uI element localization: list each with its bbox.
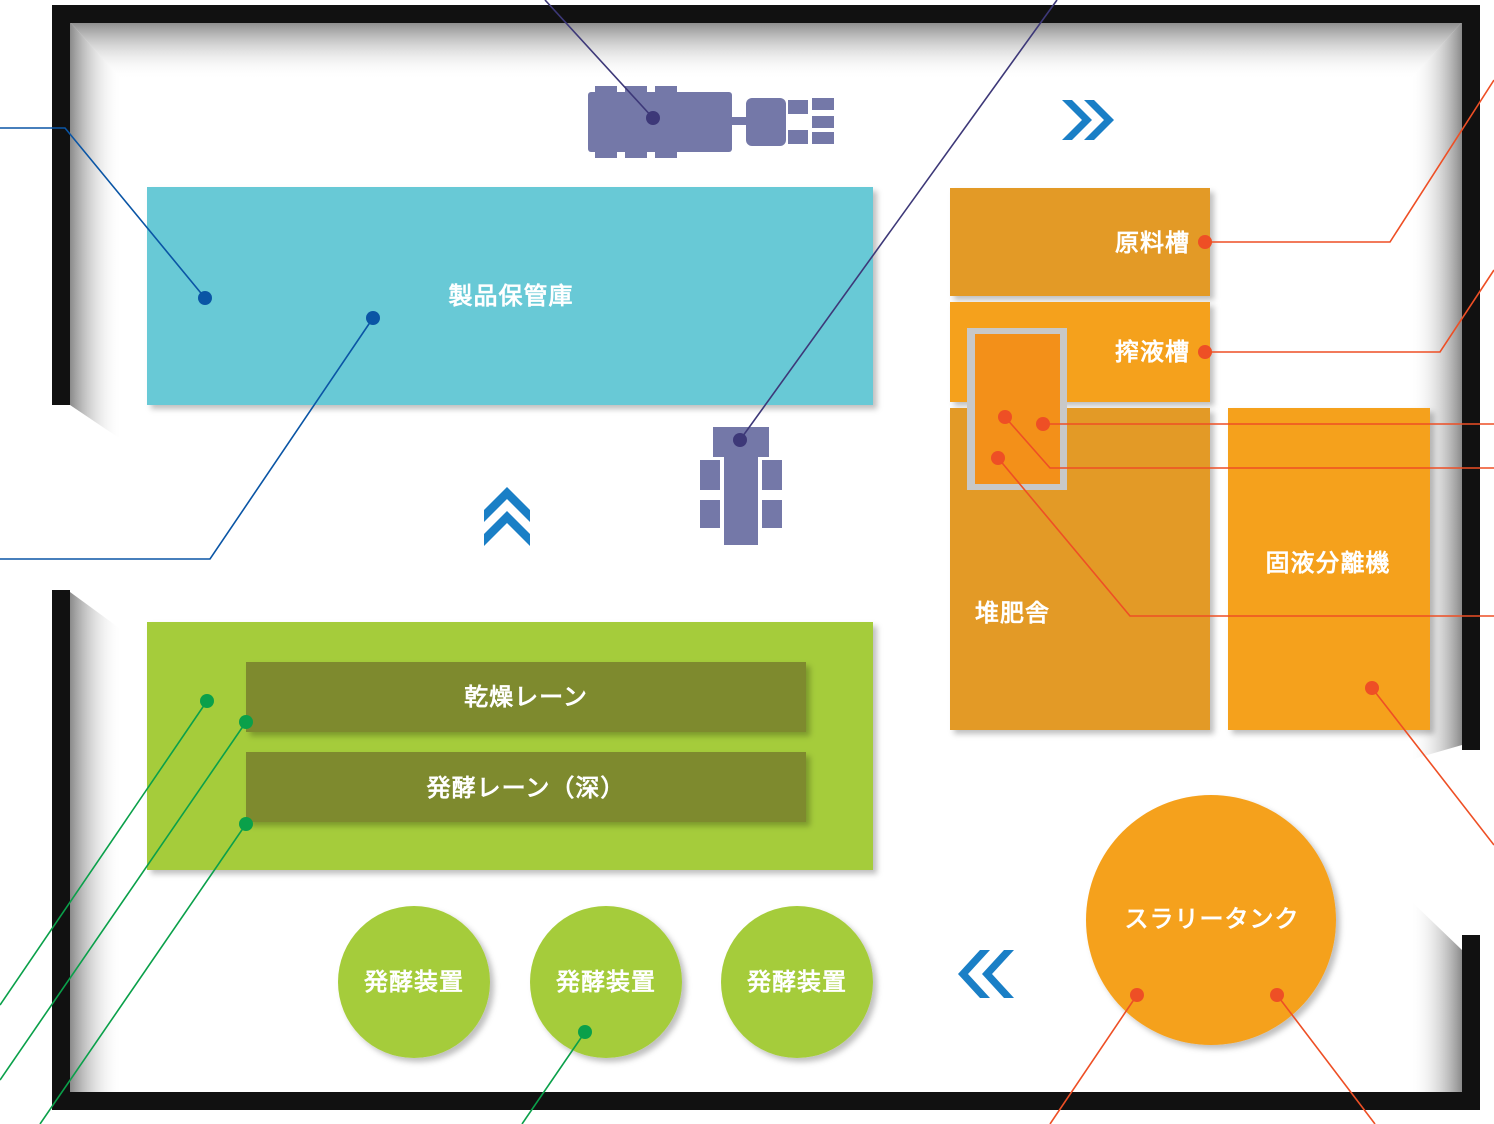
solid-liquid-separator (1228, 408, 1430, 730)
storage-point-markers (198, 291, 380, 325)
slurry-tank (1086, 795, 1336, 1045)
vehicle-point-markers (646, 111, 747, 447)
inner-unit (975, 334, 1060, 484)
truck-icon (588, 86, 834, 158)
leaders-process (997, 79, 1494, 1124)
label-raw-material-tank: 原料槽 (1115, 229, 1190, 257)
leaders-vehicles (544, 0, 1058, 441)
label-compost-house: 堆肥舎 (975, 599, 1050, 627)
label-fermenter-2: 発酵装置 (556, 968, 656, 996)
label-ferment-lane-deep: 発酵レーン（深） (426, 774, 626, 802)
process-point-markers (991, 235, 1379, 1002)
label-fermenter-1: 発酵装置 (364, 968, 464, 996)
fermentation-point-markers (200, 694, 592, 1039)
fermentation-area (147, 622, 873, 870)
fermenter-3 (721, 906, 873, 1058)
label-slurry-tank: スラリータンク (1124, 905, 1300, 933)
fermenter-2 (530, 906, 682, 1058)
wall-left-upper (52, 5, 1480, 750)
flow-up-icon (484, 487, 530, 546)
label-solid-liquid-separator: 固液分離機 (1265, 549, 1391, 577)
label-press-tank: 搾液槽 (1115, 338, 1190, 366)
label-dry-lane: 乾燥レーン (464, 683, 588, 711)
label-product-storage: 製品保管庫 (448, 282, 574, 310)
tractor-icon (700, 427, 782, 545)
leaders-storage (0, 127, 374, 560)
label-fermenter-3: 発酵装置 (747, 968, 847, 996)
product-storage-area (147, 187, 873, 405)
wall-lower (52, 590, 1480, 1110)
flow-left-icon (958, 950, 1014, 998)
raw-material-tank (950, 188, 1210, 296)
building-walls (52, 5, 1480, 1110)
dry-lane (246, 662, 806, 732)
ferment-lane-deep (246, 752, 806, 822)
fermenter-1 (338, 906, 490, 1058)
leaders-fermentation (0, 700, 586, 1124)
flow-right-icon (1062, 100, 1114, 140)
